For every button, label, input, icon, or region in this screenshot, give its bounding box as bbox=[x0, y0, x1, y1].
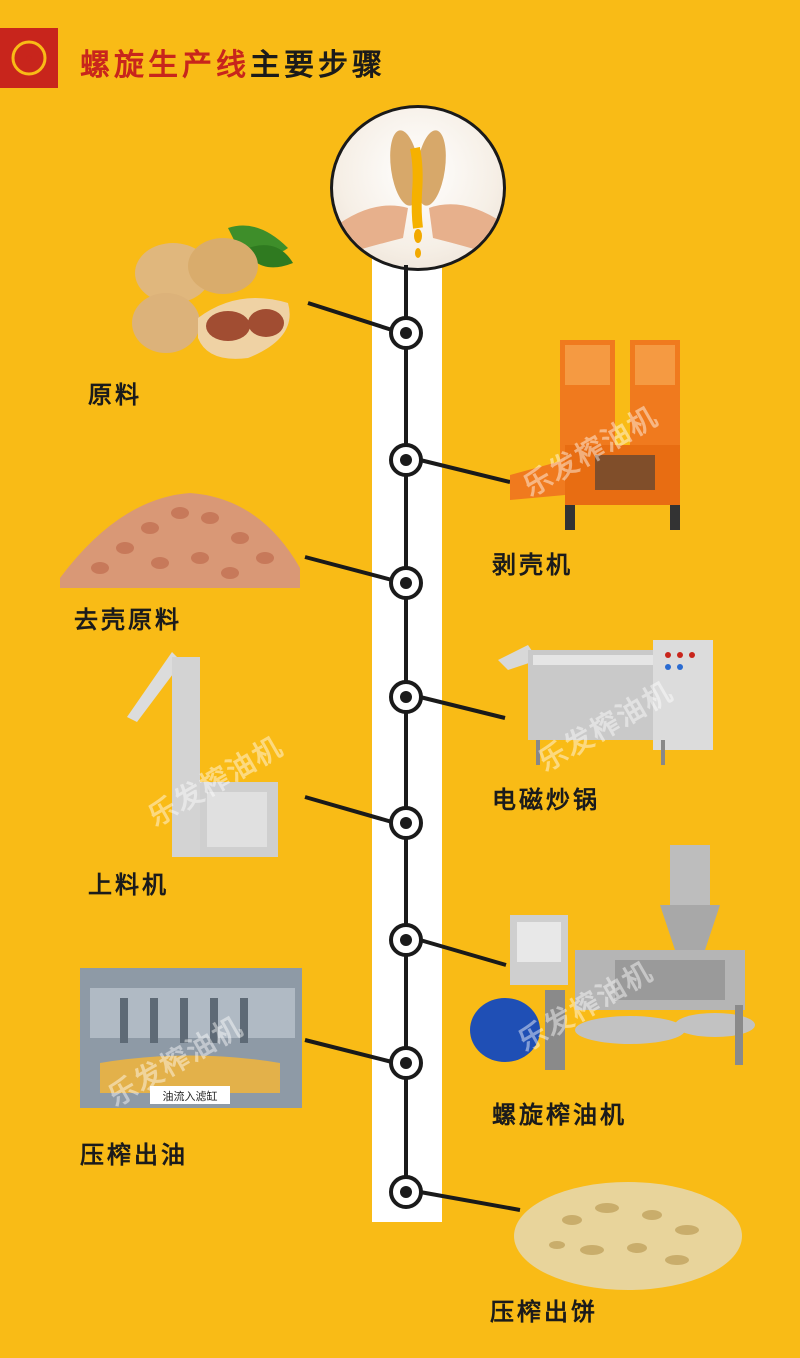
step-label-press-oil: 压榨出油 bbox=[80, 1141, 188, 1169]
raw-peanuts-image bbox=[132, 225, 293, 359]
step-label-press-cake: 压榨出饼 bbox=[490, 1298, 598, 1326]
step-label-roaster: 电磁炒锅 bbox=[492, 786, 600, 814]
page-title: 螺旋生产线主要步骤 bbox=[80, 40, 386, 84]
step-label-sheller: 剥壳机 bbox=[492, 551, 573, 579]
oil-caption: 油流入滤缸 bbox=[163, 1089, 218, 1103]
screw-oil-press-image bbox=[470, 845, 755, 1070]
header: 螺旋生产线主要步骤 bbox=[0, 0, 800, 100]
step-label-screw-press: 螺旋榨油机 bbox=[492, 1101, 627, 1129]
step-label-shelled: 去壳原料 bbox=[74, 606, 182, 634]
feeder-image bbox=[127, 652, 278, 857]
title-rest: 主要步骤 bbox=[250, 48, 386, 83]
title-highlight: 螺旋生产线 bbox=[80, 48, 250, 83]
compass-icon bbox=[11, 40, 47, 76]
press-oil-image: 油流入滤缸 bbox=[80, 968, 302, 1108]
sheller-machine-image bbox=[510, 340, 680, 530]
shelled-kernels-image bbox=[60, 493, 300, 588]
press-cake-image bbox=[514, 1182, 742, 1290]
step-label-feeder: 上料机 bbox=[88, 871, 169, 899]
step-label-raw: 原料 bbox=[88, 381, 142, 409]
roaster-image bbox=[498, 640, 713, 765]
compass-badge bbox=[0, 28, 58, 88]
